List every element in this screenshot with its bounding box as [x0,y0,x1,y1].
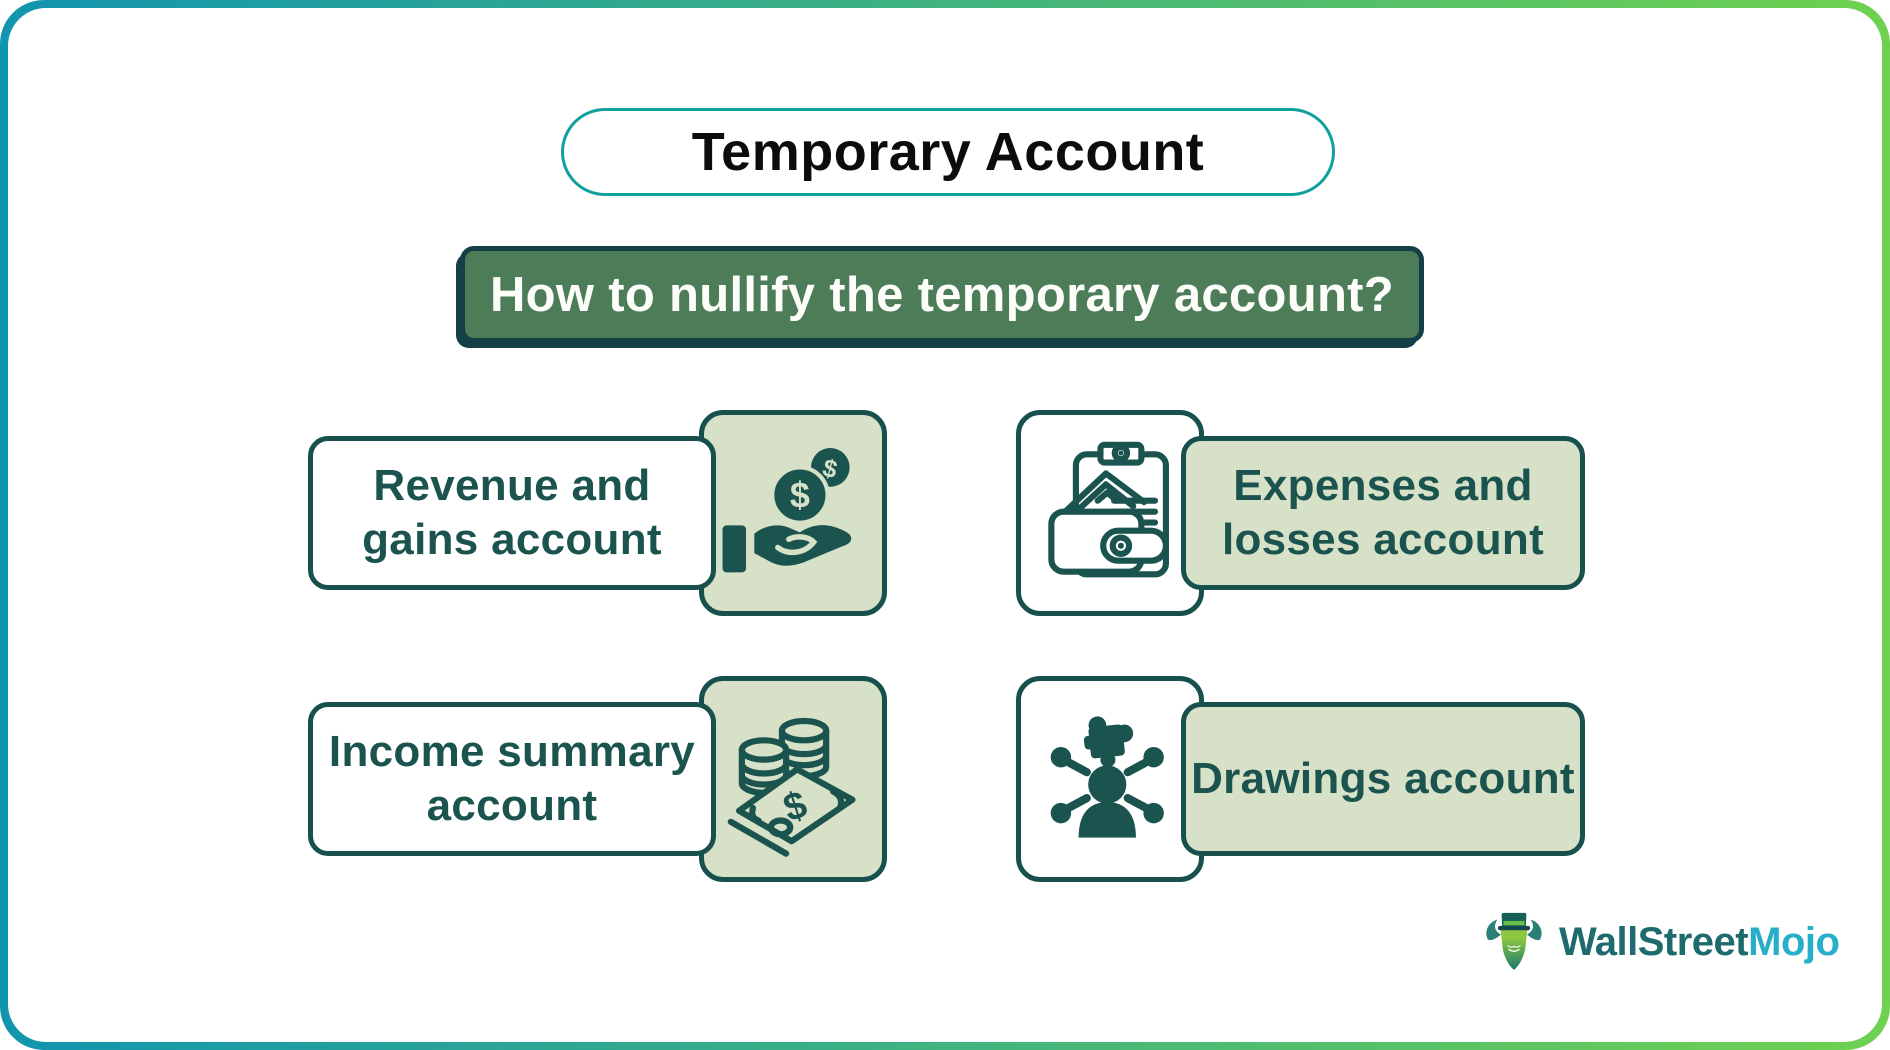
person-network-icon [1050,716,1164,838]
bull-mascot-icon [1486,912,1542,970]
card-drawings: Drawings account [1181,702,1585,856]
question-banner-text: How to nullify the temporary account? [489,267,1395,322]
brand-secondary-text: Mojo [1748,919,1840,964]
card-income-summary: Income summary account [308,702,716,856]
svg-text:$: $ [820,454,840,485]
card-label-line: gains account [362,515,662,564]
hand-coins-icon-box: $ $ [699,410,887,616]
page-title-text: Temporary Account [691,122,1205,182]
question-banner: How to nullify the temporary account? [460,246,1424,343]
card-label-line: account [426,781,598,830]
coins-banknote-icon: $ [727,717,856,857]
card-expenses-losses: Expenses and losses account [1181,436,1585,590]
card-label-line: Income summary [328,727,696,777]
card-label-line: Expenses and [1233,461,1533,511]
card-revenue-gains: Revenue and gains account [308,436,716,590]
card-label-line: Revenue and [373,461,651,511]
hand-coins-icon: $ $ [722,448,852,573]
person-network-icon-box [1016,676,1204,882]
brand-logo: WallStreetMojo [1483,908,1840,976]
page-title: Temporary Account [561,108,1335,196]
wallet-clipboard-icon [1048,441,1169,578]
wallet-clipboard-icon-box [1016,410,1204,616]
svg-text:$: $ [790,474,810,515]
brand-wordmark: WallStreetMojo [1559,919,1840,965]
card-label-line: losses account [1221,515,1545,564]
brand-primary-text: WallStreet [1559,919,1749,964]
card-label-line: Drawings account [1191,754,1575,804]
coins-banknote-icon-box: $ [699,676,887,882]
